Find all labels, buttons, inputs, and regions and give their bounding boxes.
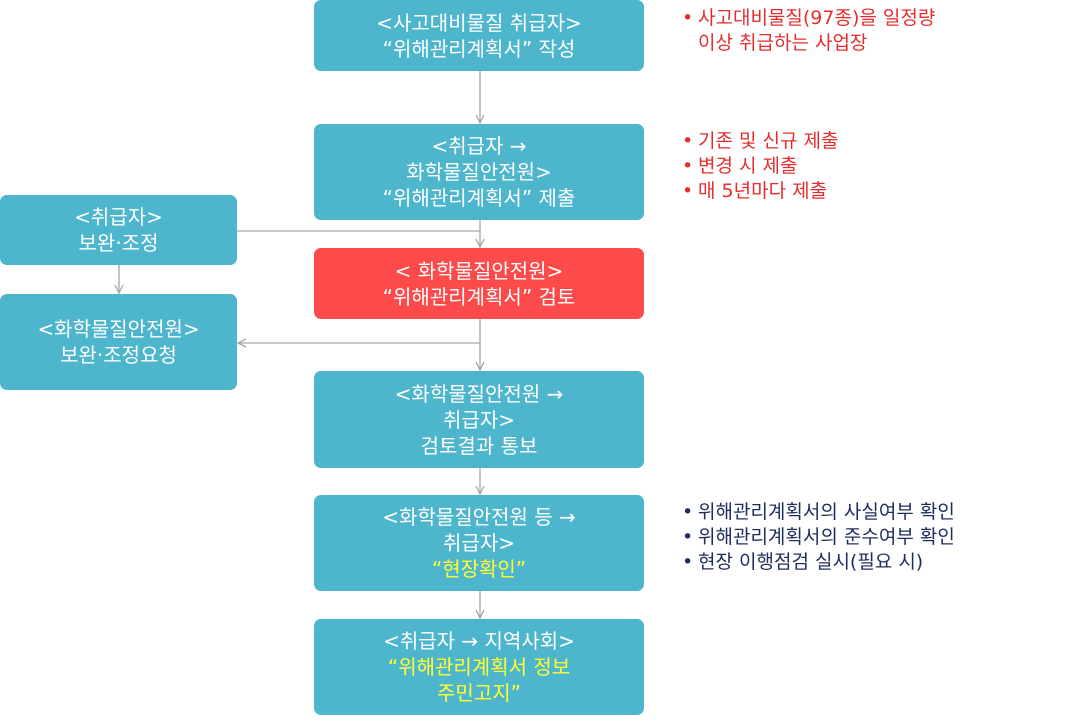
step-public-disclosure: <취급자 → 지역사회> “위해관리계획서 정보 주민고지”: [314, 619, 644, 715]
side-supplement-line2: 보완·조정: [78, 231, 159, 255]
note-submission-case: 기존 및 신규 제출: [678, 129, 838, 154]
side-supplement-request: <화학물질안전원> 보완·조정요청: [0, 294, 237, 390]
step-public-disclosure-line1: <취급자 → 지역사회>: [383, 629, 575, 653]
note-submission-case: 매 5년마다 제출: [678, 179, 838, 204]
step-submit-plan: <취급자 → 화학물질안전원> “위해관리계획서” 제출: [314, 124, 644, 220]
step-notify-result-line2: 취급자>: [443, 407, 515, 432]
step-notify-result: <화학물질안전원 → 취급자> 검토결과 통보: [314, 371, 644, 468]
side-supplement-request-line1: <화학물질안전원>: [37, 317, 200, 341]
step-site-inspection-line2: 취급자>: [443, 531, 515, 555]
note-submission-cases: 기존 및 신규 제출 변경 시 제출 매 5년마다 제출: [678, 129, 838, 204]
side-supplement: <취급자> 보완·조정: [0, 195, 237, 265]
note-inspection-item: 현장 이행점검 실시(필요 시): [678, 550, 955, 575]
step-write-plan-line2: “위해관리계획서” 작성: [382, 36, 576, 61]
side-supplement-line1: <취급자>: [74, 205, 163, 229]
step-site-inspection-line3: “현장확인”: [431, 557, 527, 581]
step-submit-plan-line3: “위해관리계획서” 제출: [382, 186, 576, 210]
step-site-inspection-line1: <화학물질안전원 등 →: [382, 505, 576, 529]
step-notify-result-line3: 검토결과 통보: [420, 433, 538, 458]
step-site-inspection: <화학물질안전원 등 → 취급자> “현장확인”: [314, 495, 644, 591]
side-supplement-request-line2: 보완·조정요청: [60, 343, 177, 367]
step-review-plan-line1: < 화학물질안전원>: [394, 258, 564, 283]
note-inspection-items: 위해관리계획서의 사실여부 확인 위해관리계획서의 준수여부 확인 현장 이행점…: [678, 500, 955, 575]
step-submit-plan-line1: <취급자 →: [431, 134, 527, 158]
note-target-sites-line2: 이상 취급하는 사업장: [698, 32, 868, 54]
step-submit-plan-line2: 화학물질안전원>: [406, 160, 552, 184]
step-write-plan-line1: <사고대비물질 취급자>: [376, 10, 582, 35]
step-public-disclosure-line2: “위해관리계획서 정보: [387, 655, 571, 679]
step-notify-result-line1: <화학물질안전원 →: [394, 381, 564, 406]
step-review-plan-line2: “위해관리계획서” 검토: [382, 284, 576, 309]
step-public-disclosure-line3: 주민고지”: [437, 681, 521, 705]
note-inspection-item: 위해관리계획서의 사실여부 확인: [678, 500, 955, 525]
step-write-plan: <사고대비물질 취급자> “위해관리계획서” 작성: [314, 0, 644, 71]
note-target-sites-line1: 사고대비물질(97종)을 일정량: [698, 7, 936, 29]
step-review-plan: < 화학물질안전원> “위해관리계획서” 검토: [314, 248, 644, 319]
note-inspection-item: 위해관리계획서의 준수여부 확인: [678, 525, 955, 550]
note-submission-case: 변경 시 제출: [678, 154, 838, 179]
